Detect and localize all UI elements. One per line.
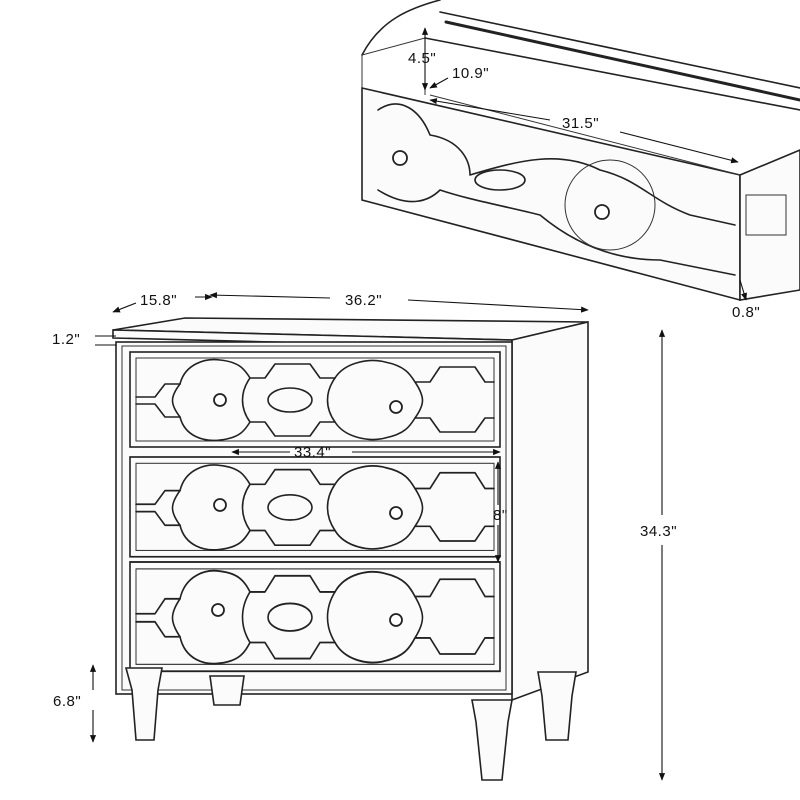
drawer-inset [361,0,800,302]
drawer-2[interactable] [129,456,501,558]
inset-depth-label: 10.9" [452,65,489,82]
inset-height-label: 4.5" [408,50,436,67]
drawer-width-label: 33.4" [294,444,331,461]
chest-side [511,320,589,702]
total-height-label: 34.3" [640,523,677,540]
dimension-lines [89,27,747,781]
knob-icons [211,393,403,627]
leg-height-label: 6.8" [53,693,81,710]
drawer-height-label: 8" [493,507,508,524]
inset-width-label: 31.5" [562,115,599,132]
width-label: 36.2" [345,292,382,309]
depth-label: 15.8" [140,292,177,309]
drawer-1[interactable] [129,351,501,448]
drawer-3[interactable] [129,561,501,673]
legs [124,667,577,781]
front-thickness-label: 0.8" [732,304,760,321]
chest [112,317,589,781]
top-thickness-label: 1.2" [52,331,80,348]
